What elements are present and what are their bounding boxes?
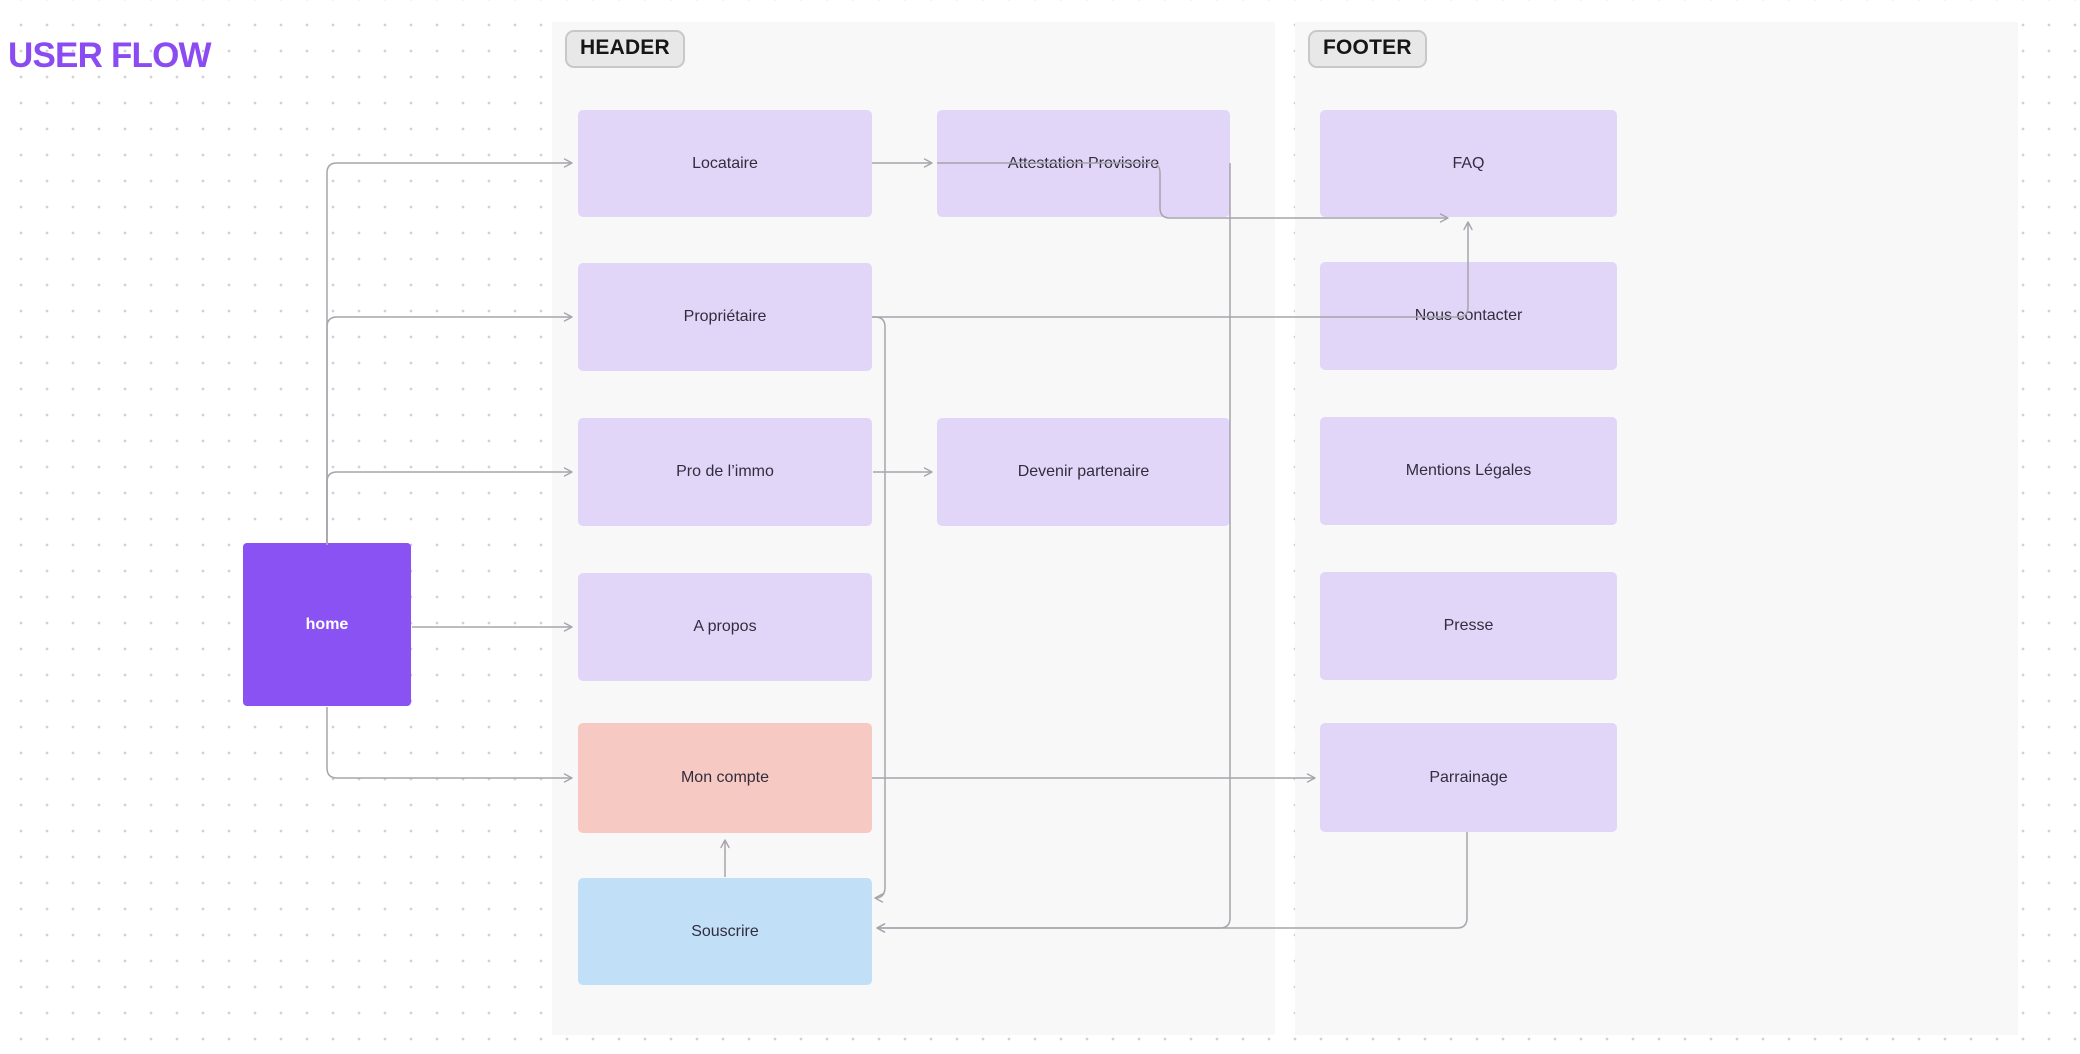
footer-section-badge[interactable]: FOOTER xyxy=(1308,30,1427,68)
edge-home-proprietaire[interactable] xyxy=(326,312,573,545)
node-presse[interactable]: Presse xyxy=(1320,572,1617,680)
edge-attestation-faq[interactable] xyxy=(937,162,1449,223)
node-faq[interactable]: FAQ xyxy=(1320,110,1617,217)
edge-proprietaire-faq[interactable] xyxy=(872,221,1473,318)
page-title[interactable]: USER FLOW xyxy=(8,36,212,75)
node-a-propos[interactable]: A propos xyxy=(578,573,872,681)
edge-parrainage-souscrire[interactable] xyxy=(876,832,1468,933)
node-pro-de-l-immo[interactable]: Pro de l’immo xyxy=(578,418,872,526)
node-proprietaire[interactable]: Propriétaire xyxy=(578,263,872,371)
node-parrainage[interactable]: Parrainage xyxy=(1320,723,1617,832)
node-locataire[interactable]: Locataire xyxy=(578,110,872,217)
edge-home-locataire[interactable] xyxy=(326,158,573,545)
node-mon-compte[interactable]: Mon compte xyxy=(578,723,872,833)
node-souscrire[interactable]: Souscrire xyxy=(578,878,872,985)
edge-home-mon-compte[interactable] xyxy=(326,707,573,783)
node-mentions-legales[interactable]: Mentions Légales xyxy=(1320,417,1617,525)
node-devenir-partenaire[interactable]: Devenir partenaire xyxy=(937,418,1230,526)
edge-home-pro-de-l-immo[interactable] xyxy=(326,467,573,545)
node-home[interactable]: home xyxy=(243,543,411,706)
header-section-badge[interactable]: HEADER xyxy=(565,30,685,68)
